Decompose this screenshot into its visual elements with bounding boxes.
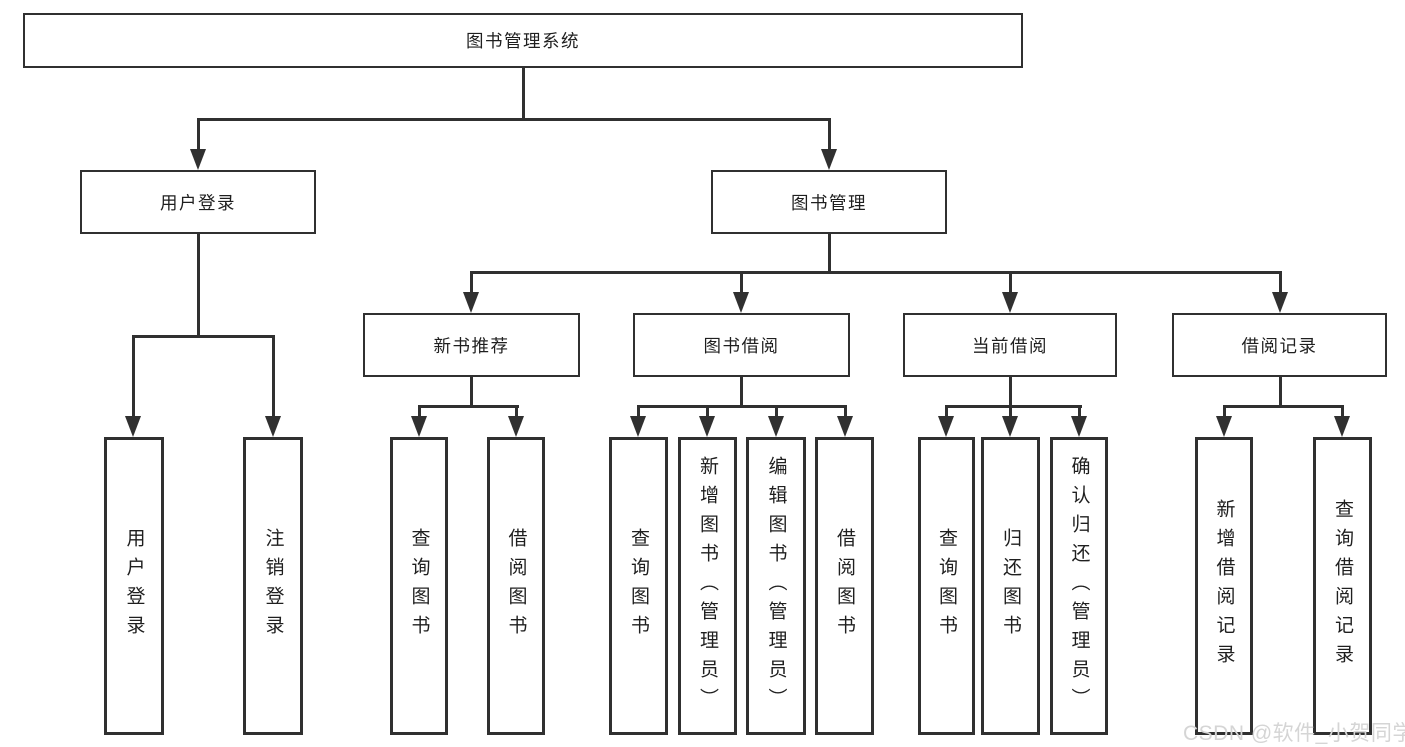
arrow-down-icon [265,416,281,437]
connector-line [131,335,275,338]
leaf-query-books-current-label: 查询图书 [936,528,957,644]
leaf-add-borrow-record: 新增借阅记录 [1195,437,1253,735]
node-new-book-recommend-label: 新书推荐 [433,335,510,356]
connector-line [1008,405,1012,418]
connector-line [131,335,135,417]
arrow-down-icon [1334,416,1350,437]
connector-line [196,118,831,121]
leaf-query-borrow-record-label: 查询借阅记录 [1332,499,1353,673]
leaf-borrow-books-label: 借阅图书 [834,528,855,644]
connector-line [1008,377,1012,408]
node-root-label: 图书管理系统 [466,31,580,51]
connector-line [1278,377,1282,408]
leaf-borrow-books-recommend-label: 借阅图书 [505,528,527,644]
connector-line [196,118,200,152]
leaf-query-books-current: 查询图书 [918,437,975,735]
arrow-down-icon [508,416,524,437]
leaf-edit-book-admin-label: 编辑图书（管理员） [765,455,787,717]
leaf-query-books-recommend-label: 查询图书 [408,528,430,644]
node-user-login-label: 用户登录 [160,192,236,213]
node-book-management-label: 图书管理 [791,192,867,213]
connector-line [514,405,518,418]
node-current-borrow: 当前借阅 [903,313,1117,377]
leaf-return-book-label: 归还图书 [1000,528,1021,644]
arrow-down-icon [630,416,646,437]
connector-line [843,405,847,418]
leaf-edit-book-admin: 编辑图书（管理员） [746,437,806,735]
node-root: 图书管理系统 [23,13,1023,68]
leaf-confirm-return-admin-label: 确认归还（管理员） [1068,455,1090,717]
arrow-down-icon [1002,292,1018,313]
connector-line [1222,405,1344,408]
arrow-down-icon [938,416,954,437]
connector-line [1008,271,1012,294]
connector-line [1222,405,1226,418]
connector-line [271,335,275,417]
connector-line [739,377,743,408]
arrow-down-icon [190,149,206,170]
arrow-down-icon [1071,416,1087,437]
arrow-down-icon [411,416,427,437]
leaf-query-books-borrow-label: 查询图书 [628,528,649,644]
connector-line [417,405,421,418]
node-borrow-records: 借阅记录 [1172,313,1387,377]
connector-line [739,271,743,294]
leaf-borrow-books-recommend: 借阅图书 [487,437,545,735]
arrow-down-icon [125,416,141,437]
leaf-borrow-books: 借阅图书 [815,437,874,735]
connector-line [417,405,519,408]
connector-line [705,405,709,418]
node-current-borrow-label: 当前借阅 [972,335,1048,356]
arrow-down-icon [699,416,715,437]
arrow-down-icon [1002,416,1018,437]
node-book-borrow: 图书借阅 [633,313,850,377]
arrow-down-icon [1216,416,1232,437]
connector-line [944,405,948,418]
connector-line [469,271,1282,274]
leaf-confirm-return-admin: 确认归还（管理员） [1050,437,1108,735]
leaf-query-books-borrow: 查询图书 [609,437,668,735]
connector-line [469,271,473,294]
leaf-add-borrow-record-label: 新增借阅记录 [1213,499,1235,673]
node-user-login: 用户登录 [80,170,316,234]
connector-line [774,405,778,418]
connector-line [1077,405,1081,418]
arrow-down-icon [821,149,837,170]
connector-line [1340,405,1344,418]
arrow-down-icon [837,416,853,437]
node-new-book-recommend: 新书推荐 [363,313,580,377]
node-book-borrow-label: 图书借阅 [703,335,780,356]
node-borrow-records-label: 借阅记录 [1241,335,1318,356]
connector-line [636,405,847,408]
connector-line [636,405,640,418]
connector-line [521,68,525,121]
leaf-user-login: 用户登录 [104,437,164,735]
leaf-query-books-recommend: 查询图书 [390,437,448,735]
arrow-down-icon [768,416,784,437]
leaf-query-borrow-record: 查询借阅记录 [1313,437,1372,735]
node-book-management: 图书管理 [711,170,947,234]
leaf-logout: 注销登录 [243,437,303,735]
leaf-return-book: 归还图书 [981,437,1040,735]
leaf-user-login-label: 用户登录 [123,528,145,644]
watermark-text: CSDN @软件_小贺同学 [1183,722,1405,745]
leaf-add-book-admin-label: 新增图书（管理员） [697,455,718,717]
connector-line [1278,271,1282,294]
connector-line [469,377,473,408]
leaf-add-book-admin: 新增图书（管理员） [678,437,737,735]
arrow-down-icon [463,292,479,313]
connector-line [944,405,1082,408]
connector-line [196,234,200,338]
connector-line [827,234,831,274]
leaf-logout-label: 注销登录 [262,528,284,644]
arrow-down-icon [733,292,749,313]
arrow-down-icon [1272,292,1288,313]
connector-line [827,118,831,152]
